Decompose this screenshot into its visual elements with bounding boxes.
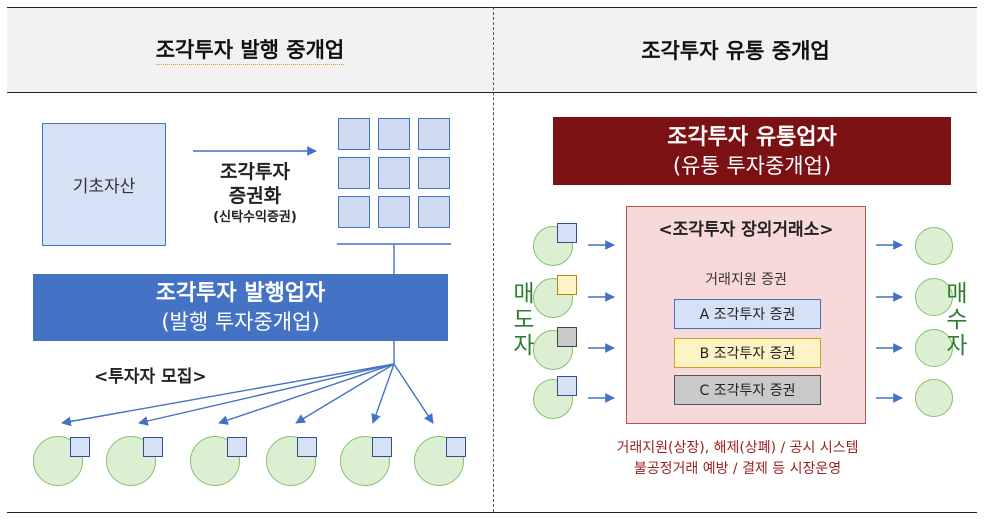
distributor-title: 조각투자 유통업자 — [667, 124, 837, 150]
distributor-box: 조각투자 유통업자 (유통 투자중개업) — [553, 117, 951, 185]
top-border — [7, 7, 977, 8]
securitization-sub: (신탁수익증권) — [213, 210, 297, 225]
recruit-arrow-2 — [138, 363, 395, 426]
security-b-box: B 조각투자 증권 — [674, 338, 821, 368]
security-unit — [338, 118, 370, 150]
security-icon — [70, 437, 90, 457]
buyer-circle — [915, 227, 953, 265]
security-unit — [418, 157, 450, 189]
buyer-circle — [915, 329, 953, 367]
header-distribution: 조각투자 유통 중개업 — [494, 7, 977, 92]
market-functions: 거래지원(상장), 해제(상폐) / 공시 시스템 불공정거래 예방 / 결제 … — [540, 438, 935, 480]
underlying-asset-label: 기초자산 — [72, 177, 136, 197]
security-icon — [143, 437, 163, 457]
recruit-label: <투자자 모집> — [94, 367, 207, 387]
security-icon — [372, 437, 392, 457]
security-unit — [378, 118, 410, 150]
buyer-circle — [915, 379, 953, 417]
security-unit — [378, 196, 410, 228]
header-issuance: 조각투자 발행 중개업 — [7, 7, 493, 92]
security-icon — [446, 437, 466, 457]
security-c-box: C 조각투자 증권 — [674, 375, 821, 405]
seller-circle — [533, 379, 573, 419]
security-unit — [378, 157, 410, 189]
security-unit — [418, 118, 450, 150]
recruit-arrow-4 — [295, 363, 395, 424]
issuer-title: 조각투자 발행업자 — [155, 281, 326, 306]
securitization-label: 조각투자 증권화 (신탁수익증권) — [195, 160, 315, 228]
buyer-circle — [915, 278, 953, 316]
market-functions-line1: 거래지원(상장), 해제(상폐) / 공시 시스템 — [616, 440, 859, 456]
underlying-asset-box: 기초자산 — [42, 123, 166, 246]
security-b-icon — [557, 275, 577, 295]
exchange-box: <조각투자 장외거래소> 거래지원 증권 A 조각투자 증권 B 조각투자 증권… — [626, 206, 866, 424]
security-a-icon — [557, 223, 577, 243]
header-border — [7, 92, 977, 93]
security-a-box: A 조각투자 증권 — [674, 299, 821, 329]
security-a-icon — [557, 376, 577, 396]
bottom-border — [7, 512, 977, 513]
security-icon — [297, 437, 317, 457]
securitization-line2: 증권화 — [228, 185, 282, 207]
market-functions-line2: 불공정거래 예방 / 결제 등 시장운영 — [633, 461, 842, 477]
distributor-subtitle: (유통 투자중개업) — [672, 153, 832, 178]
buyer-label: 매수자 — [946, 281, 968, 359]
security-unit — [338, 196, 370, 228]
support-label: 거래지원 증권 — [705, 272, 787, 288]
recruit-arrow-6 — [393, 363, 434, 424]
security-unit — [338, 157, 370, 189]
recruit-arrow-1 — [61, 363, 395, 427]
securitization-line1: 조각투자 — [220, 161, 290, 183]
recruit-arrow-3 — [218, 363, 395, 425]
header-distribution-label: 조각투자 유통 중개업 — [641, 38, 830, 63]
recruit-arrow-5 — [371, 363, 395, 424]
exchange-title: <조각투자 장외거래소> — [658, 220, 834, 240]
security-c-icon — [557, 327, 577, 347]
header-issuance-label: 조각투자 발행 중개업 — [155, 34, 345, 65]
security-unit — [418, 196, 450, 228]
issuer-subtitle: (발행 투자중개업) — [161, 310, 320, 334]
seller-label: 매도자 — [513, 281, 535, 359]
column-divider — [493, 7, 494, 512]
issuer-box: 조각투자 발행업자 (발행 투자중개업) — [33, 274, 448, 341]
security-icon — [227, 437, 247, 457]
